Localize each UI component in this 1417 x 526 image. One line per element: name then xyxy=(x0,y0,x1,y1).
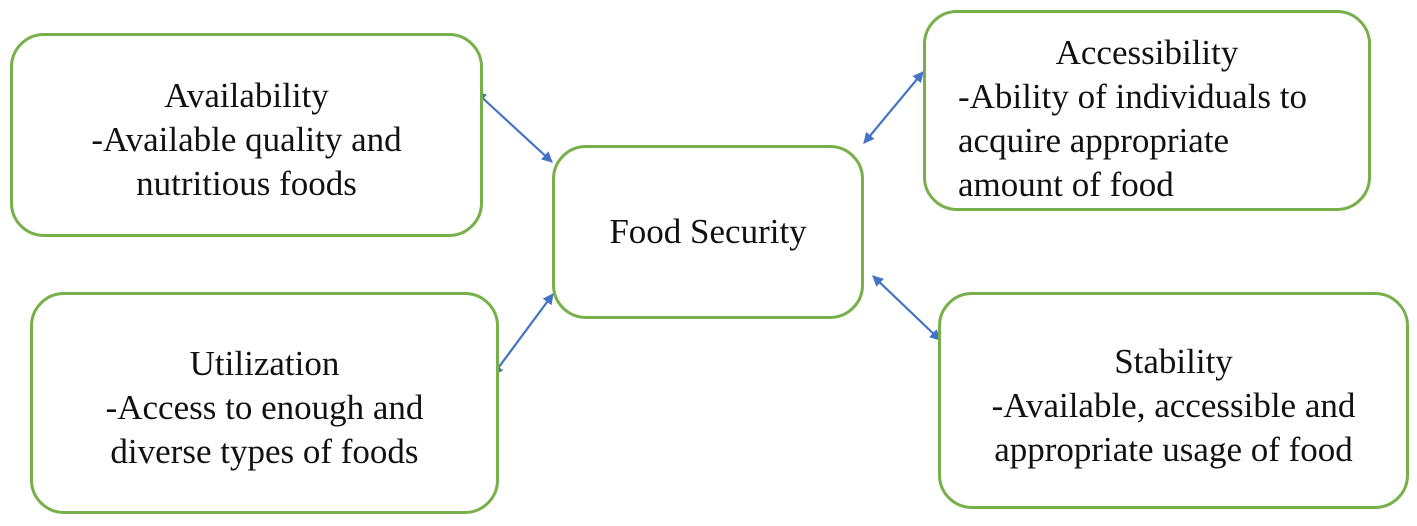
availability-box: Availability -Available quality and nutr… xyxy=(10,33,483,237)
stability-box: Stability -Available, accessible and app… xyxy=(938,292,1409,509)
food-security-label: Food Security xyxy=(609,212,807,251)
accessibility-box: Accessibility -Ability of individuals to… xyxy=(923,10,1371,211)
arrow-availability-food-security xyxy=(475,91,553,163)
availability-line-2: nutritious foods xyxy=(136,164,357,203)
utilization-line-2: diverse types of foods xyxy=(110,432,419,471)
utilization-title: Utilization xyxy=(189,344,340,383)
food-security-box: Food Security xyxy=(552,145,864,319)
accessibility-line-2: acquire appropriate xyxy=(958,121,1230,160)
availability-title: Availability xyxy=(164,76,329,115)
utilization-line-1: -Access to enough and xyxy=(105,388,424,427)
utilization-box: Utilization -Access to enough and divers… xyxy=(30,292,499,514)
stability-line-1: -Available, accessible and xyxy=(991,386,1356,425)
arrow-utilization-food-security xyxy=(492,293,554,376)
stability-line-2: appropriate usage of food xyxy=(994,430,1353,469)
availability-line-1: -Available quality and xyxy=(91,120,402,159)
stability-title: Stability xyxy=(1114,342,1233,381)
arrow-accessibility-food-security xyxy=(863,71,924,144)
accessibility-title: Accessibility xyxy=(1055,33,1239,72)
accessibility-line-3: amount of food xyxy=(958,165,1174,197)
arrow-stability-food-security xyxy=(872,275,941,341)
accessibility-line-1: -Ability of individuals to xyxy=(958,77,1308,116)
